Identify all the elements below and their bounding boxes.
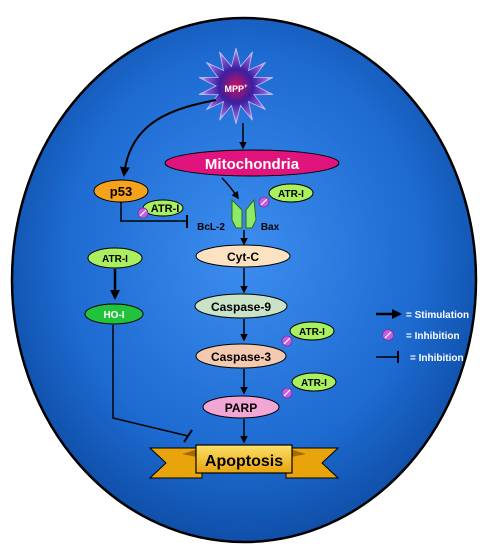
atr-i-parp-node <box>291 372 337 392</box>
apoptosis-banner <box>148 444 340 479</box>
atr-i-left-label: ATR-I <box>102 254 128 265</box>
atr-i-p53-label: ATR-I <box>151 203 180 215</box>
atr-i-casp3-node <box>289 321 335 341</box>
atr-i-parp-label: ATR-I <box>301 378 327 389</box>
bax-label: Bax <box>261 222 280 233</box>
parp-label: PARP <box>225 401 257 415</box>
inhibit-bar-apoptosis <box>183 429 193 443</box>
parp-node <box>202 395 280 419</box>
inhibition-circle-icon <box>281 387 293 399</box>
mitochondria-node <box>164 149 340 177</box>
legend: = Stimulation = Inhibition = Inhibition <box>376 309 469 364</box>
inhibit-ho1-to-apoptosis <box>112 325 189 437</box>
atr-i-bax-node <box>268 183 314 203</box>
caspase3-label: Caspase-3 <box>211 350 271 364</box>
inhibit-p53-to-bcl2 <box>120 202 186 222</box>
ho1-label: HO-I <box>103 310 124 321</box>
bcl2-label: BcL-2 <box>197 222 225 233</box>
ho1-node <box>84 303 144 325</box>
atr-i-left-node <box>87 247 143 269</box>
caspase3-node <box>195 343 287 369</box>
bax-channel-icon <box>231 198 257 229</box>
inhibition-circle-icon <box>281 335 293 347</box>
legend-inhibition-circle-icon <box>382 329 394 341</box>
p53-label: p53 <box>110 184 132 199</box>
mitochondria-label: Mitochondria <box>205 156 300 173</box>
cytc-node <box>195 244 291 268</box>
arrow-mito-to-bax <box>221 177 239 200</box>
mpp-starburst: MPP+ <box>198 47 274 125</box>
atr-i-bax-label: ATR-I <box>278 189 304 200</box>
mpp-label: MPP+ <box>224 84 248 94</box>
caspase9-node <box>194 293 288 319</box>
inhibition-circle-icon <box>137 207 149 219</box>
legend-inhibition-bar-icon <box>376 351 399 363</box>
legend-stimulation-label: = Stimulation <box>406 310 469 321</box>
atr-i-casp3-label: ATR-I <box>299 327 325 338</box>
legend-inhibition-bar-label: = Inhibition <box>410 353 464 364</box>
apoptosis-label: Apoptosis <box>205 453 283 470</box>
caspase9-label: Caspase-9 <box>211 300 271 314</box>
inhibition-circle-icon <box>258 196 270 208</box>
arrow-mpp-to-p53 <box>119 99 217 177</box>
cytc-label: Cyt-C <box>227 250 259 264</box>
legend-inhibition-circle-label: = Inhibition <box>406 331 460 342</box>
